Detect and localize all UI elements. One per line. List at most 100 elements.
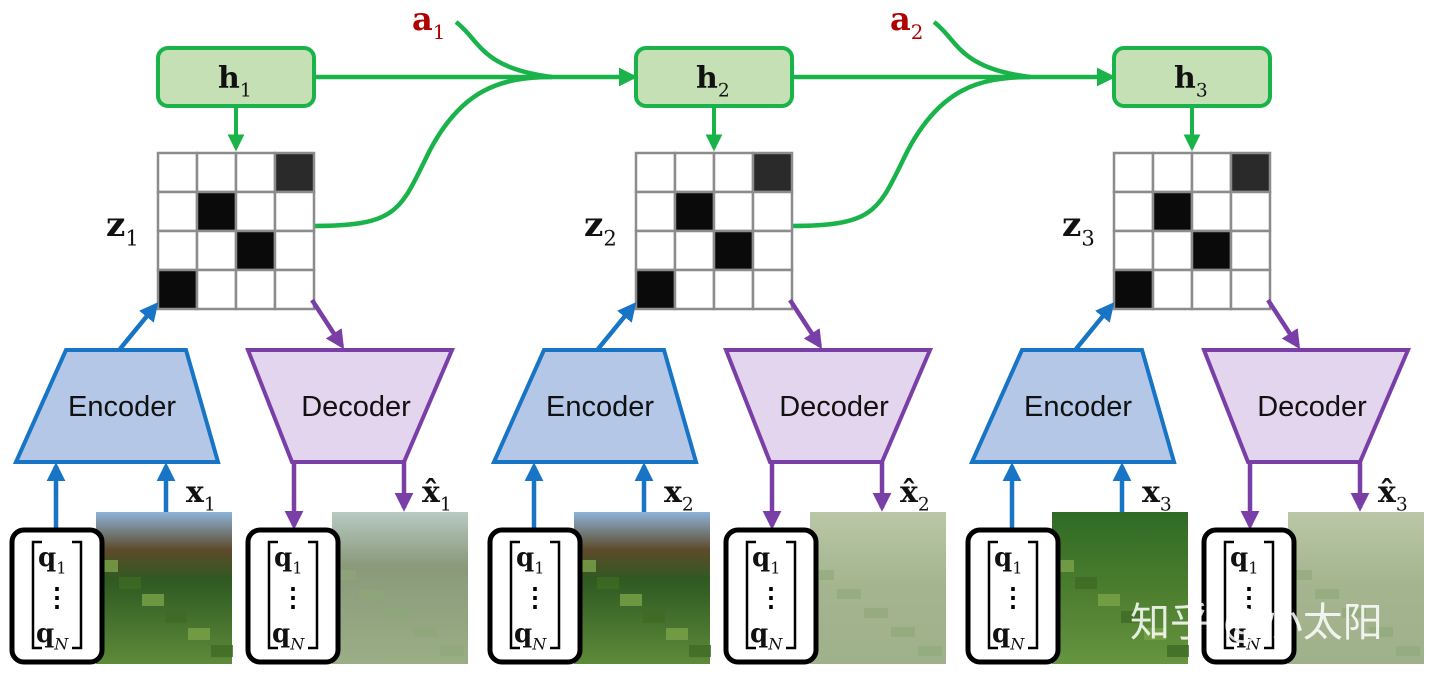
vertical-ellipsis: ⋮ [44, 583, 70, 613]
latent-cell [195, 229, 238, 272]
latent-cell [195, 190, 238, 233]
latent-cell [273, 268, 316, 311]
input-image-label: x2 [664, 475, 694, 515]
action-labels: a1 a2 [412, 0, 923, 44]
latent-cell [1229, 151, 1272, 194]
vertical-ellipsis: ⋮ [522, 583, 548, 613]
latent-carry-curve [789, 74, 1031, 229]
encoder-block [12, 348, 221, 464]
latent-cell [1112, 268, 1155, 311]
latent-cell [634, 190, 677, 233]
latent-cell [156, 229, 199, 272]
query-bottom-label: qN [1228, 619, 1261, 653]
vertical-ellipsis: ⋮ [1236, 583, 1262, 613]
query-vector-encoder: q1 ⋮ qN [9, 527, 105, 665]
latent-cell [1151, 190, 1194, 233]
latent-cell [234, 151, 277, 194]
watermark-text: 知乎 @小太阳 [1130, 600, 1383, 646]
query-top-label: q1 [274, 543, 302, 577]
query-top-label: q1 [516, 543, 544, 577]
vertical-ellipsis: ⋮ [1000, 583, 1026, 613]
latent-cell [634, 229, 677, 272]
input-image-label: x1 [186, 475, 216, 515]
latent-to-decoder-arrow [1266, 298, 1301, 350]
query-top-label: q1 [752, 543, 780, 577]
latent-cell [1229, 268, 1272, 311]
latent-grid [1112, 151, 1272, 311]
encoder-block [968, 348, 1177, 464]
query-bottom-label: qN [36, 619, 69, 653]
encoder-label: Encoder [68, 391, 176, 423]
action-label-1: a1 [412, 0, 445, 44]
query-top-label: q1 [994, 543, 1022, 577]
query-top-label: q1 [38, 543, 66, 577]
reconstructed-frame [1288, 512, 1424, 664]
reconstruction-label: x̂3 [1378, 475, 1408, 515]
latent-cell [234, 268, 277, 311]
latent-cell [273, 229, 316, 272]
latent-cell [1112, 151, 1155, 194]
latent-cell [234, 190, 277, 233]
latent-cell [156, 190, 199, 233]
latent-cell [751, 229, 794, 272]
action-label-2: a2 [890, 0, 923, 44]
hidden-state-label: h2 [696, 61, 730, 101]
latent-cell [195, 151, 238, 194]
encoder-label: Encoder [546, 391, 654, 423]
latent-cell [234, 229, 277, 272]
latent-cell [751, 151, 794, 194]
hidden-state-label: h3 [1174, 61, 1208, 101]
query-vector-decoder: q1 ⋮ qN [245, 527, 341, 665]
recurrent-connections [311, 20, 1116, 229]
reconstruction-label: x̂1 [422, 475, 452, 515]
latent-cell [1151, 151, 1194, 194]
latent-grid [156, 151, 316, 311]
latent-cell [1190, 151, 1233, 194]
latent-cell [634, 268, 677, 311]
query-bottom-label: qN [514, 619, 547, 653]
query-top-label: q1 [1230, 543, 1258, 577]
latent-cell [1190, 229, 1233, 272]
input-frame [574, 512, 711, 664]
encoder-to-latent-arrow [596, 302, 637, 351]
latent-cell [156, 268, 199, 311]
latent-cell [1151, 229, 1194, 272]
latent-cell [1229, 229, 1272, 272]
query-vector-encoder: q1 ⋮ qN [487, 527, 583, 665]
query-vector-decoder: q1⋮qN [723, 527, 819, 665]
latent-to-decoder-arrow [788, 298, 823, 350]
latent-to-decoder-arrow [310, 298, 345, 350]
latent-grid [634, 151, 794, 311]
decoder-label: Decoder [1257, 391, 1367, 423]
encoder-block [490, 348, 699, 464]
action-input-curve [932, 20, 1031, 80]
hidden-state-label: h1 [218, 61, 252, 101]
latent-cell [673, 190, 716, 233]
latent-cell [1151, 268, 1194, 311]
latent-carry-curve [311, 74, 553, 229]
latent-cell [1190, 190, 1233, 233]
query-bottom-label: qN [992, 619, 1025, 653]
transition-1 [311, 20, 638, 229]
reconstruction-label: x̂2 [900, 475, 930, 515]
reconstructed-frame [332, 512, 468, 664]
transition-2 [789, 20, 1116, 229]
latent-cell [673, 229, 716, 272]
vertical-ellipsis: ⋮ [280, 583, 306, 613]
latent-cell [1112, 190, 1155, 233]
latent-cell [634, 151, 677, 194]
latent-cell [712, 190, 755, 233]
query-vector-decoder: q1 ⋮ qN [1201, 527, 1297, 665]
latent-label: z2 [584, 205, 617, 251]
latent-label: z3 [1062, 205, 1095, 251]
query-bottom-label: qN [272, 619, 305, 653]
latent-cell [156, 151, 199, 194]
latent-cell [712, 151, 755, 194]
encoder-label: Encoder [1024, 391, 1132, 423]
decoder-label: Decoder [301, 391, 411, 423]
